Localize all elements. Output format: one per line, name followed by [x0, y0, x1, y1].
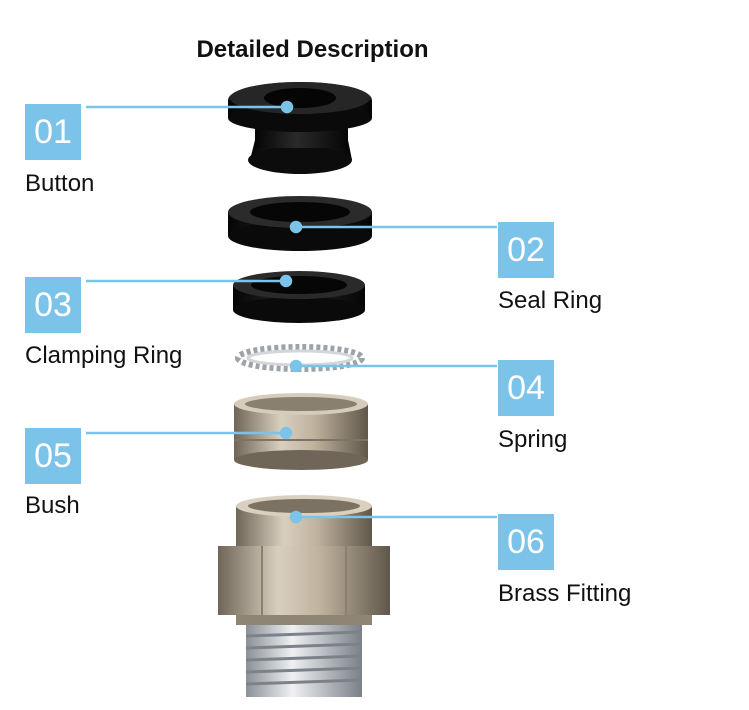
button-part-shape: [228, 82, 372, 174]
part-label-clamping-ring: Clamping Ring: [25, 342, 183, 369]
bush-part-shape: [234, 393, 368, 470]
leader-dot-02: [289, 220, 303, 234]
clamping-ring-part-shape: [233, 271, 365, 323]
seal-ring-part-shape: [228, 196, 372, 251]
leader-dot-03: [279, 274, 293, 288]
part-number-badge-04: 04: [498, 360, 554, 416]
part-label-button: Button: [25, 170, 95, 197]
part-label-spring: Spring: [498, 426, 568, 453]
leader-lines: [86, 100, 497, 524]
part-label-seal-ring: Seal Ring: [498, 287, 603, 314]
part-number-badge-01: 01: [25, 104, 81, 160]
part-number-badge-02: 02: [498, 222, 554, 278]
leader-dot-05: [279, 426, 293, 440]
brass-fitting-part-shape: [218, 495, 390, 697]
leader-dot-06: [289, 510, 303, 524]
diagram-title: Detailed Description: [196, 36, 429, 63]
part-number-badge-03: 03: [25, 277, 81, 333]
part-label-bush: Bush: [25, 492, 80, 519]
leader-dot-01: [280, 100, 294, 114]
part-label-brass-fitting: Brass Fitting: [498, 580, 632, 607]
part-number-badge-06: 06: [498, 514, 554, 570]
part-number-badge-05: 05: [25, 428, 81, 484]
leader-dot-04: [289, 359, 303, 373]
